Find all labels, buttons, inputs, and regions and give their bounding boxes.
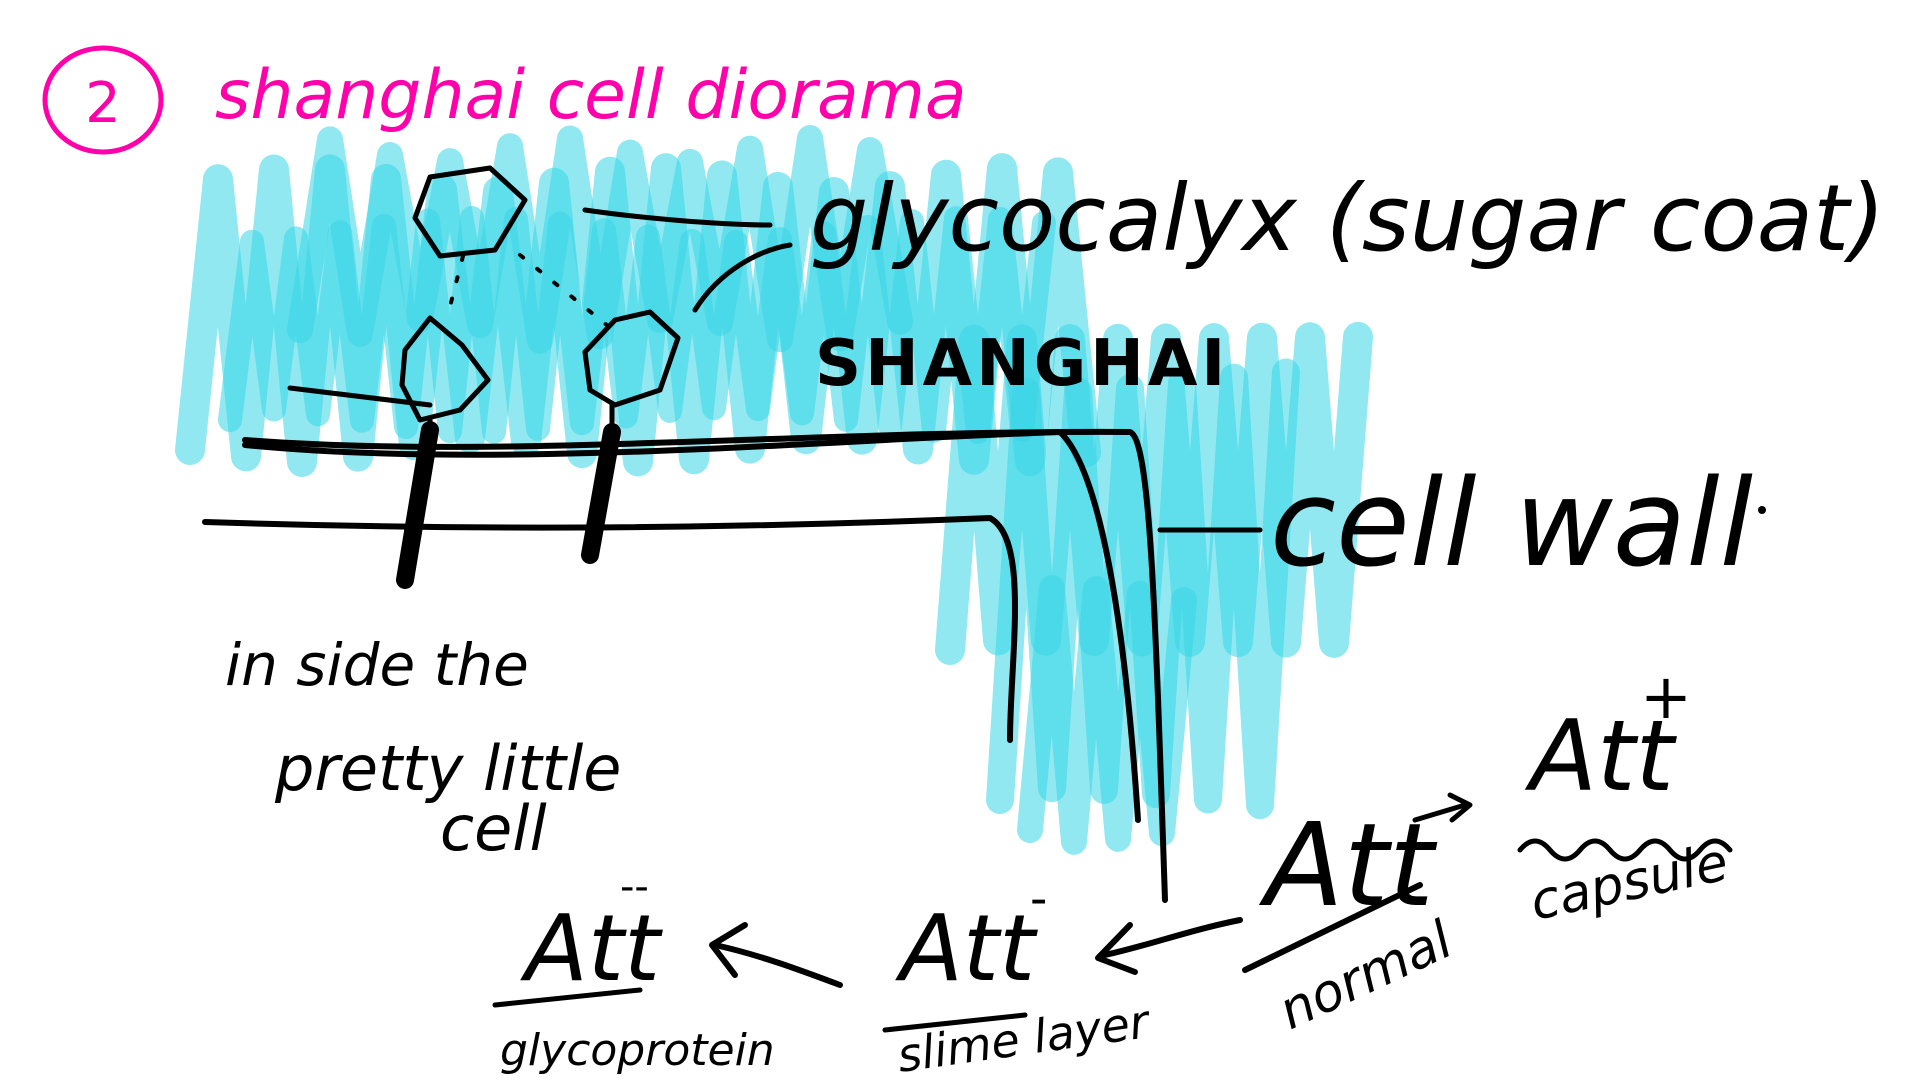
att-minus-minus-label: glycoprotein bbox=[500, 1025, 775, 1076]
arrow-icon bbox=[1447, 792, 1473, 823]
pointer-lines bbox=[582, 207, 1263, 533]
capsule-wavy-underline bbox=[1517, 838, 1733, 862]
title-number: 2 bbox=[85, 71, 121, 136]
att-minus-label: slime layer bbox=[894, 994, 1155, 1080]
arrow-icon bbox=[712, 942, 843, 988]
inside-note: in side the pretty little cell bbox=[225, 631, 621, 865]
inside-line-2: pretty little bbox=[274, 732, 621, 805]
glycocalyx-pointer bbox=[582, 207, 773, 228]
hexagon-sugar-icon bbox=[582, 309, 681, 408]
title-group: 2 shanghai cell diorama bbox=[42, 45, 967, 155]
arrow-icon bbox=[1102, 917, 1243, 958]
period-dot bbox=[1758, 506, 1766, 514]
att-minus-minus-symbol: Att bbox=[520, 895, 663, 1002]
inside-line-1: in side the bbox=[225, 631, 529, 699]
glycocalyx-label: glycocalyx (sugar coat) bbox=[810, 165, 1885, 272]
page-title: shanghai cell diorama bbox=[215, 56, 967, 135]
title-number-circle bbox=[42, 45, 164, 155]
arrow-icon bbox=[709, 922, 748, 978]
arrow-icon bbox=[1412, 802, 1468, 823]
att-normal-symbol: Att bbox=[1258, 799, 1438, 933]
att-scale: Att -- glycoprotein Att - slime layer At… bbox=[492, 660, 1733, 1080]
cell-wall-label: cell wall bbox=[1270, 455, 1753, 594]
shanghai-label: SHANGHAI bbox=[815, 327, 1229, 401]
att-underline bbox=[882, 1012, 1028, 1033]
att-plus-superscript: + bbox=[1640, 660, 1692, 733]
att-minus-minus-superscript: -- bbox=[620, 864, 649, 910]
att-minus-symbol: Att bbox=[895, 895, 1038, 1002]
inside-line-3: cell bbox=[440, 792, 547, 865]
wall-inner-line bbox=[202, 515, 1018, 743]
hexagon-sugar-icon bbox=[412, 165, 528, 259]
wall-middle-line bbox=[242, 429, 1141, 823]
glycocalyx-edge bbox=[287, 385, 433, 408]
scribble-stroke bbox=[218, 206, 1056, 444]
att-underline bbox=[492, 987, 643, 1008]
att-plus-symbol: Att bbox=[1524, 700, 1677, 814]
glycocalyx-pointer-2 bbox=[692, 242, 793, 313]
att-underline bbox=[1242, 882, 1423, 973]
hexagon-sugar-icon bbox=[399, 315, 491, 423]
att-plus-label: capsule bbox=[1525, 832, 1733, 932]
arrow-icon bbox=[1095, 922, 1138, 975]
cell-membrane bbox=[202, 385, 1168, 903]
scribble-stroke bbox=[1017, 575, 1197, 855]
att-minus-superscript: - bbox=[1030, 871, 1047, 927]
